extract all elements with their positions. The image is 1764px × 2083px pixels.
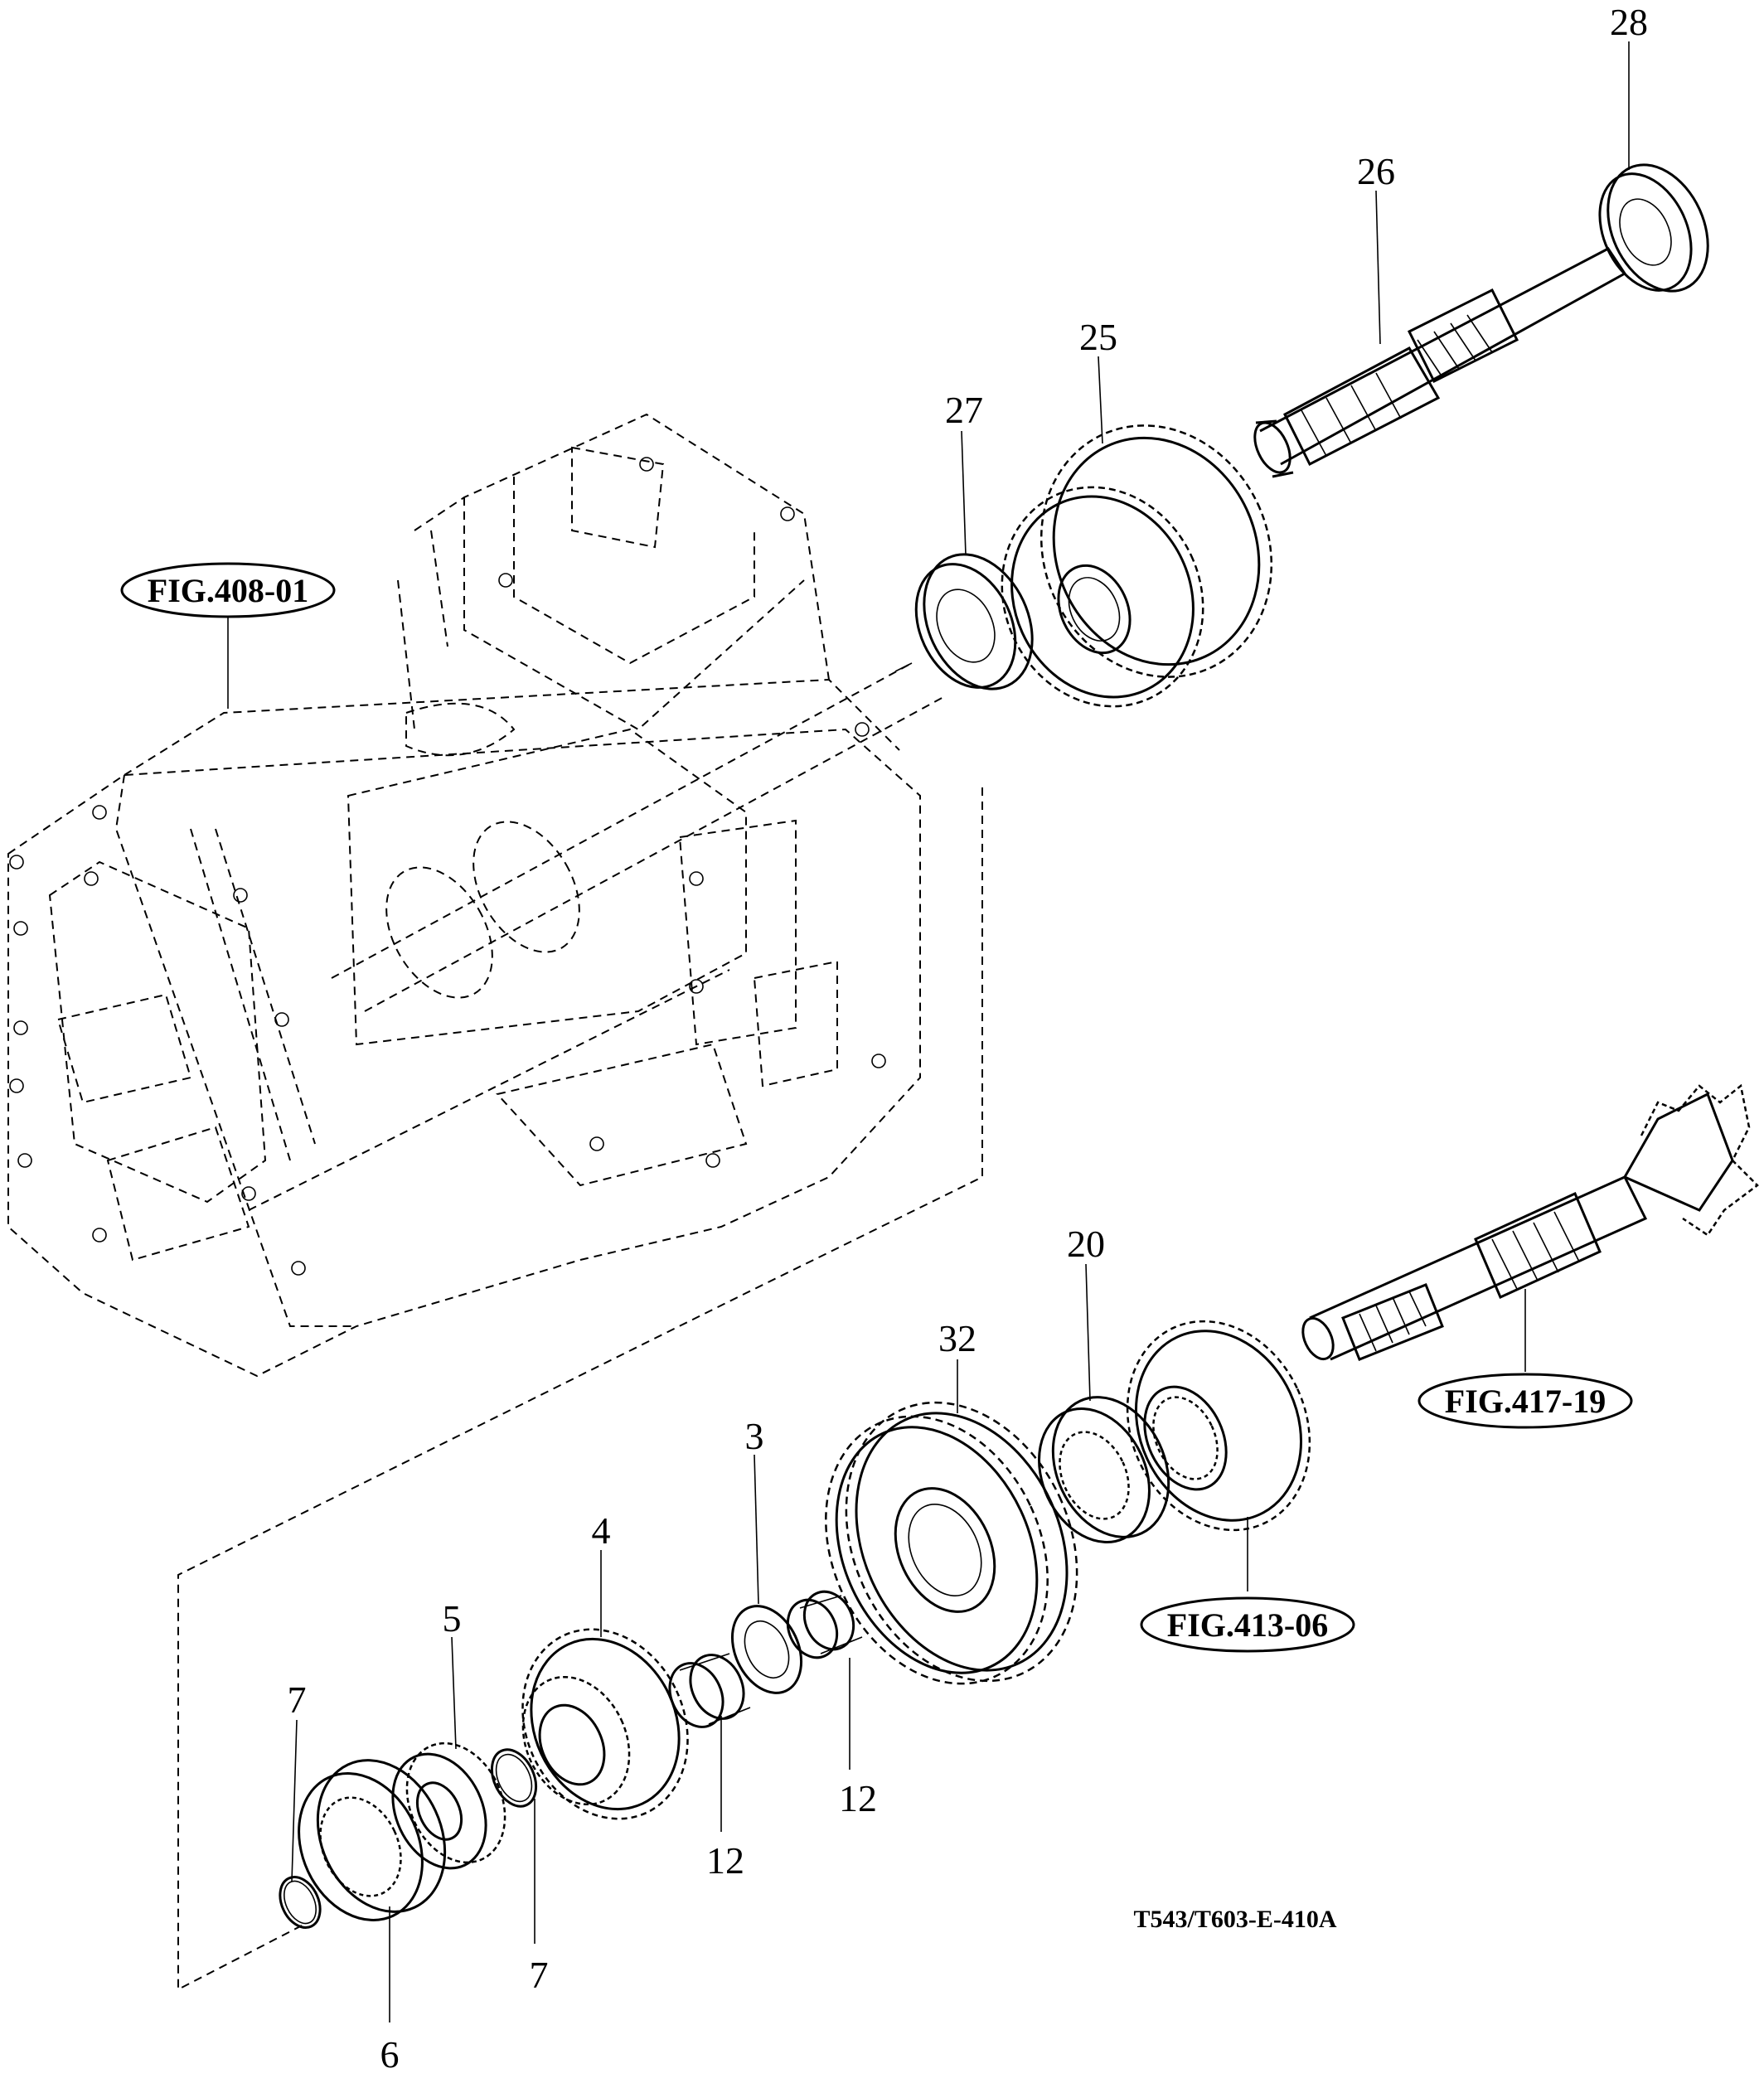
callout-12-left: 12 [706, 1839, 744, 1882]
callout-5: 5 [443, 1597, 462, 1640]
shaft-26 [1253, 247, 1627, 478]
gear-fig-413-06 [1126, 1320, 1311, 1532]
pinion-shaft [1301, 1083, 1759, 1361]
fig-reference-413-06-label: FIG.413-06 [1167, 1606, 1328, 1644]
callout-7-top: 7 [288, 1679, 307, 1721]
drawing-code: T543/T603-E-410A [1133, 1906, 1336, 1933]
sleeve-20 [1038, 1396, 1170, 1544]
bearing-27 [894, 553, 1034, 690]
callout-32: 32 [938, 1317, 976, 1359]
callout-26: 26 [1357, 150, 1395, 192]
sleeve-6 [298, 1759, 447, 1921]
washer-3 [730, 1605, 803, 1694]
callout-7-bottom: 7 [530, 1954, 549, 1996]
fig-reference-408-01-label: FIG.408-01 [148, 572, 308, 609]
callout-6: 6 [380, 2033, 400, 2076]
gear-4 [521, 1628, 689, 1820]
callout-12-right: 12 [839, 1777, 877, 1819]
bearing-28 [1598, 163, 1709, 293]
fig-reference-417-19-label: FIG.417-19 [1445, 1383, 1606, 1420]
callouts: 28 26 25 27 20 32 3 4 5 7 12 12 7 6 [288, 1, 1649, 2076]
fig-reference-417-19: FIG.417-19 [1418, 1373, 1633, 1429]
callout-28: 28 [1610, 1, 1648, 43]
gear-32 [825, 1401, 1078, 1685]
fig-reference-413-06: FIG.413-06 [1140, 1596, 1355, 1653]
circlip-7-middle [490, 1748, 538, 1808]
hub-5 [391, 1741, 506, 1870]
circlip-7-front [279, 1876, 322, 1929]
needle-bearing-12-lower [668, 1653, 751, 1728]
callout-4: 4 [592, 1509, 611, 1552]
transmission-housing [7, 413, 983, 1991]
needle-bearing-12-upper [786, 1590, 863, 1659]
callout-3: 3 [745, 1415, 764, 1457]
gear-25 [1001, 424, 1273, 708]
callout-25: 25 [1079, 316, 1117, 358]
fig-reference-408-01: FIG.408-01 [120, 562, 336, 618]
callout-27: 27 [945, 389, 983, 431]
callout-20: 20 [1067, 1223, 1105, 1265]
leader-lines [227, 41, 1630, 2022]
